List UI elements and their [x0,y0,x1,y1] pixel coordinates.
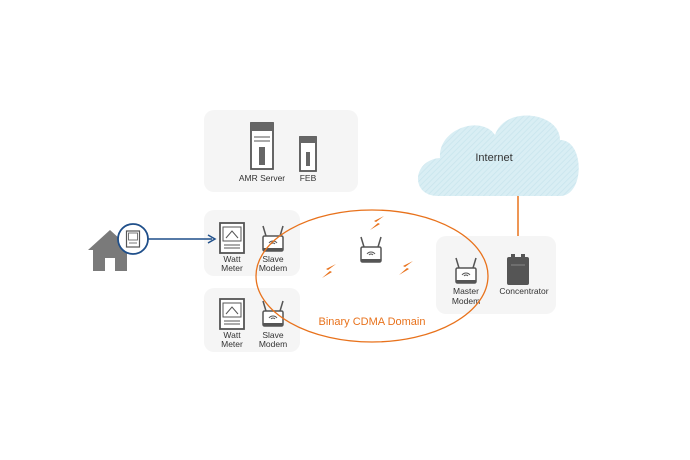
domain-label: Binary CDMA Domain [319,316,426,328]
watt-meter-1-label-1: Watt [223,254,241,264]
concentrator-icon [507,254,529,285]
watt-meter-2-label-2: Meter [221,339,243,349]
amr-server-icon [250,122,274,170]
amr-server-label: AMR Server [239,173,285,183]
cloud-label: Internet [475,152,512,164]
concentrator-label: Concentrator [499,286,548,296]
slave-modem-2-label-2: Modem [259,339,287,349]
server-panel [204,110,358,192]
master-modem-label-2: Modem [452,296,480,306]
master-panel [436,236,556,314]
slave-modem-1-label-2: Modem [259,263,287,273]
internet-cloud-icon [417,115,579,196]
lightning-icon-left [322,264,336,278]
binary-cdma-domain-ellipse [255,209,489,343]
master-modem-label-1: Master [453,286,479,296]
feb-label: FEB [300,173,317,183]
watt-meter-2-icon [219,298,245,330]
meter-arrow-head [207,234,217,244]
lightning-icon-right [399,261,413,275]
watt-meter-1-label-2: Meter [221,263,243,273]
feb-icon [299,136,317,172]
relay-modem-icon [360,236,382,263]
lightning-icon-top [370,216,384,230]
slave-modem-1-label-1: Slave [262,254,284,264]
slave-modem-2-label-1: Slave [262,330,284,340]
house-meter-icon [125,230,141,248]
watt-meter-2-label-1: Watt [223,330,241,340]
watt-meter-1-icon [219,222,245,254]
